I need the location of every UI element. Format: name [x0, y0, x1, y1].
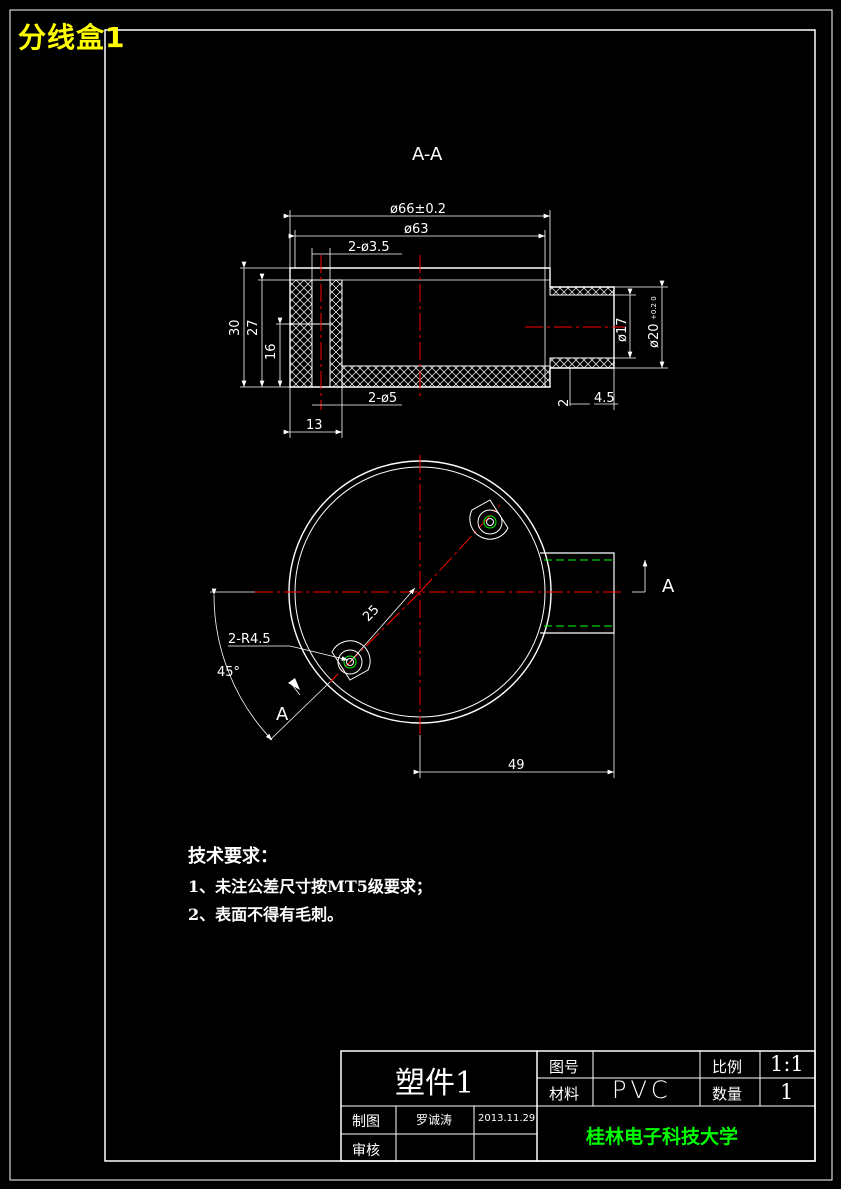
outer-border	[9, 9, 833, 1181]
notes-line-2: 2、表面不得有毛刺。	[188, 905, 344, 924]
dim-boss-radius: 2-R4.5	[228, 632, 271, 647]
dim-offset: 49	[508, 758, 525, 773]
notes-heading: 技术要求：	[188, 846, 278, 867]
drawn-label: 制图	[352, 1114, 380, 1130]
scale-label: 比例	[712, 1058, 743, 1076]
dim-angle: 45°	[217, 665, 240, 680]
notes-line-1: 1、未注公差尺寸按MT5级要求；	[188, 877, 432, 896]
dim-hole-small: 2-ø3.5	[348, 240, 390, 255]
school-name: 桂林电子科技大学	[586, 1126, 739, 1148]
section-view: A-A ø66±0.2 ø63 2-ø3.5 30 27 16 13 2-ø5 …	[228, 144, 668, 438]
title-block-grid	[340, 1050, 816, 1162]
dim-hole-large: 2-ø5	[368, 391, 397, 406]
dim-tube-inner: ø17	[615, 318, 630, 343]
dim-tube-outer: ø20	[647, 324, 662, 349]
quantity-value: 1	[780, 1080, 794, 1104]
material-value: PVC	[612, 1076, 672, 1104]
dim-outer-dia: ø66±0.2	[390, 202, 446, 217]
drawn-date: 2013.11.29	[478, 1113, 536, 1124]
dim-boss-width: 13	[306, 418, 323, 433]
dim-radius: 25	[360, 603, 382, 625]
section-label: A-A	[412, 144, 443, 165]
view-label-right: A	[662, 576, 675, 597]
dim-tube-len: 4.5	[594, 391, 615, 406]
dim-inner-dia: ø63	[404, 222, 429, 237]
checked-label: 审核	[352, 1143, 380, 1159]
drawing-no-label: 图号	[549, 1058, 580, 1076]
quantity-label: 数量	[712, 1085, 743, 1103]
view-label-left: A	[276, 704, 289, 725]
part-name: 塑件1	[395, 1066, 475, 1101]
drawing-title: 分线盒1	[18, 21, 126, 54]
scale-value: 1:1	[770, 1052, 804, 1076]
plan-view: 25 2-R4.5 45° 49 A A	[210, 455, 675, 778]
drawn-by: 罗诚涛	[416, 1113, 453, 1127]
dim-height-inner: 27	[246, 319, 261, 336]
dim-height-boss: 16	[264, 343, 279, 360]
inner-border	[104, 29, 816, 1162]
dim-tube-outer-tol: +0.2 0	[650, 296, 658, 320]
dim-height-total: 30	[228, 319, 243, 336]
dim-wall: 2	[557, 399, 572, 407]
material-label: 材料	[549, 1085, 580, 1103]
